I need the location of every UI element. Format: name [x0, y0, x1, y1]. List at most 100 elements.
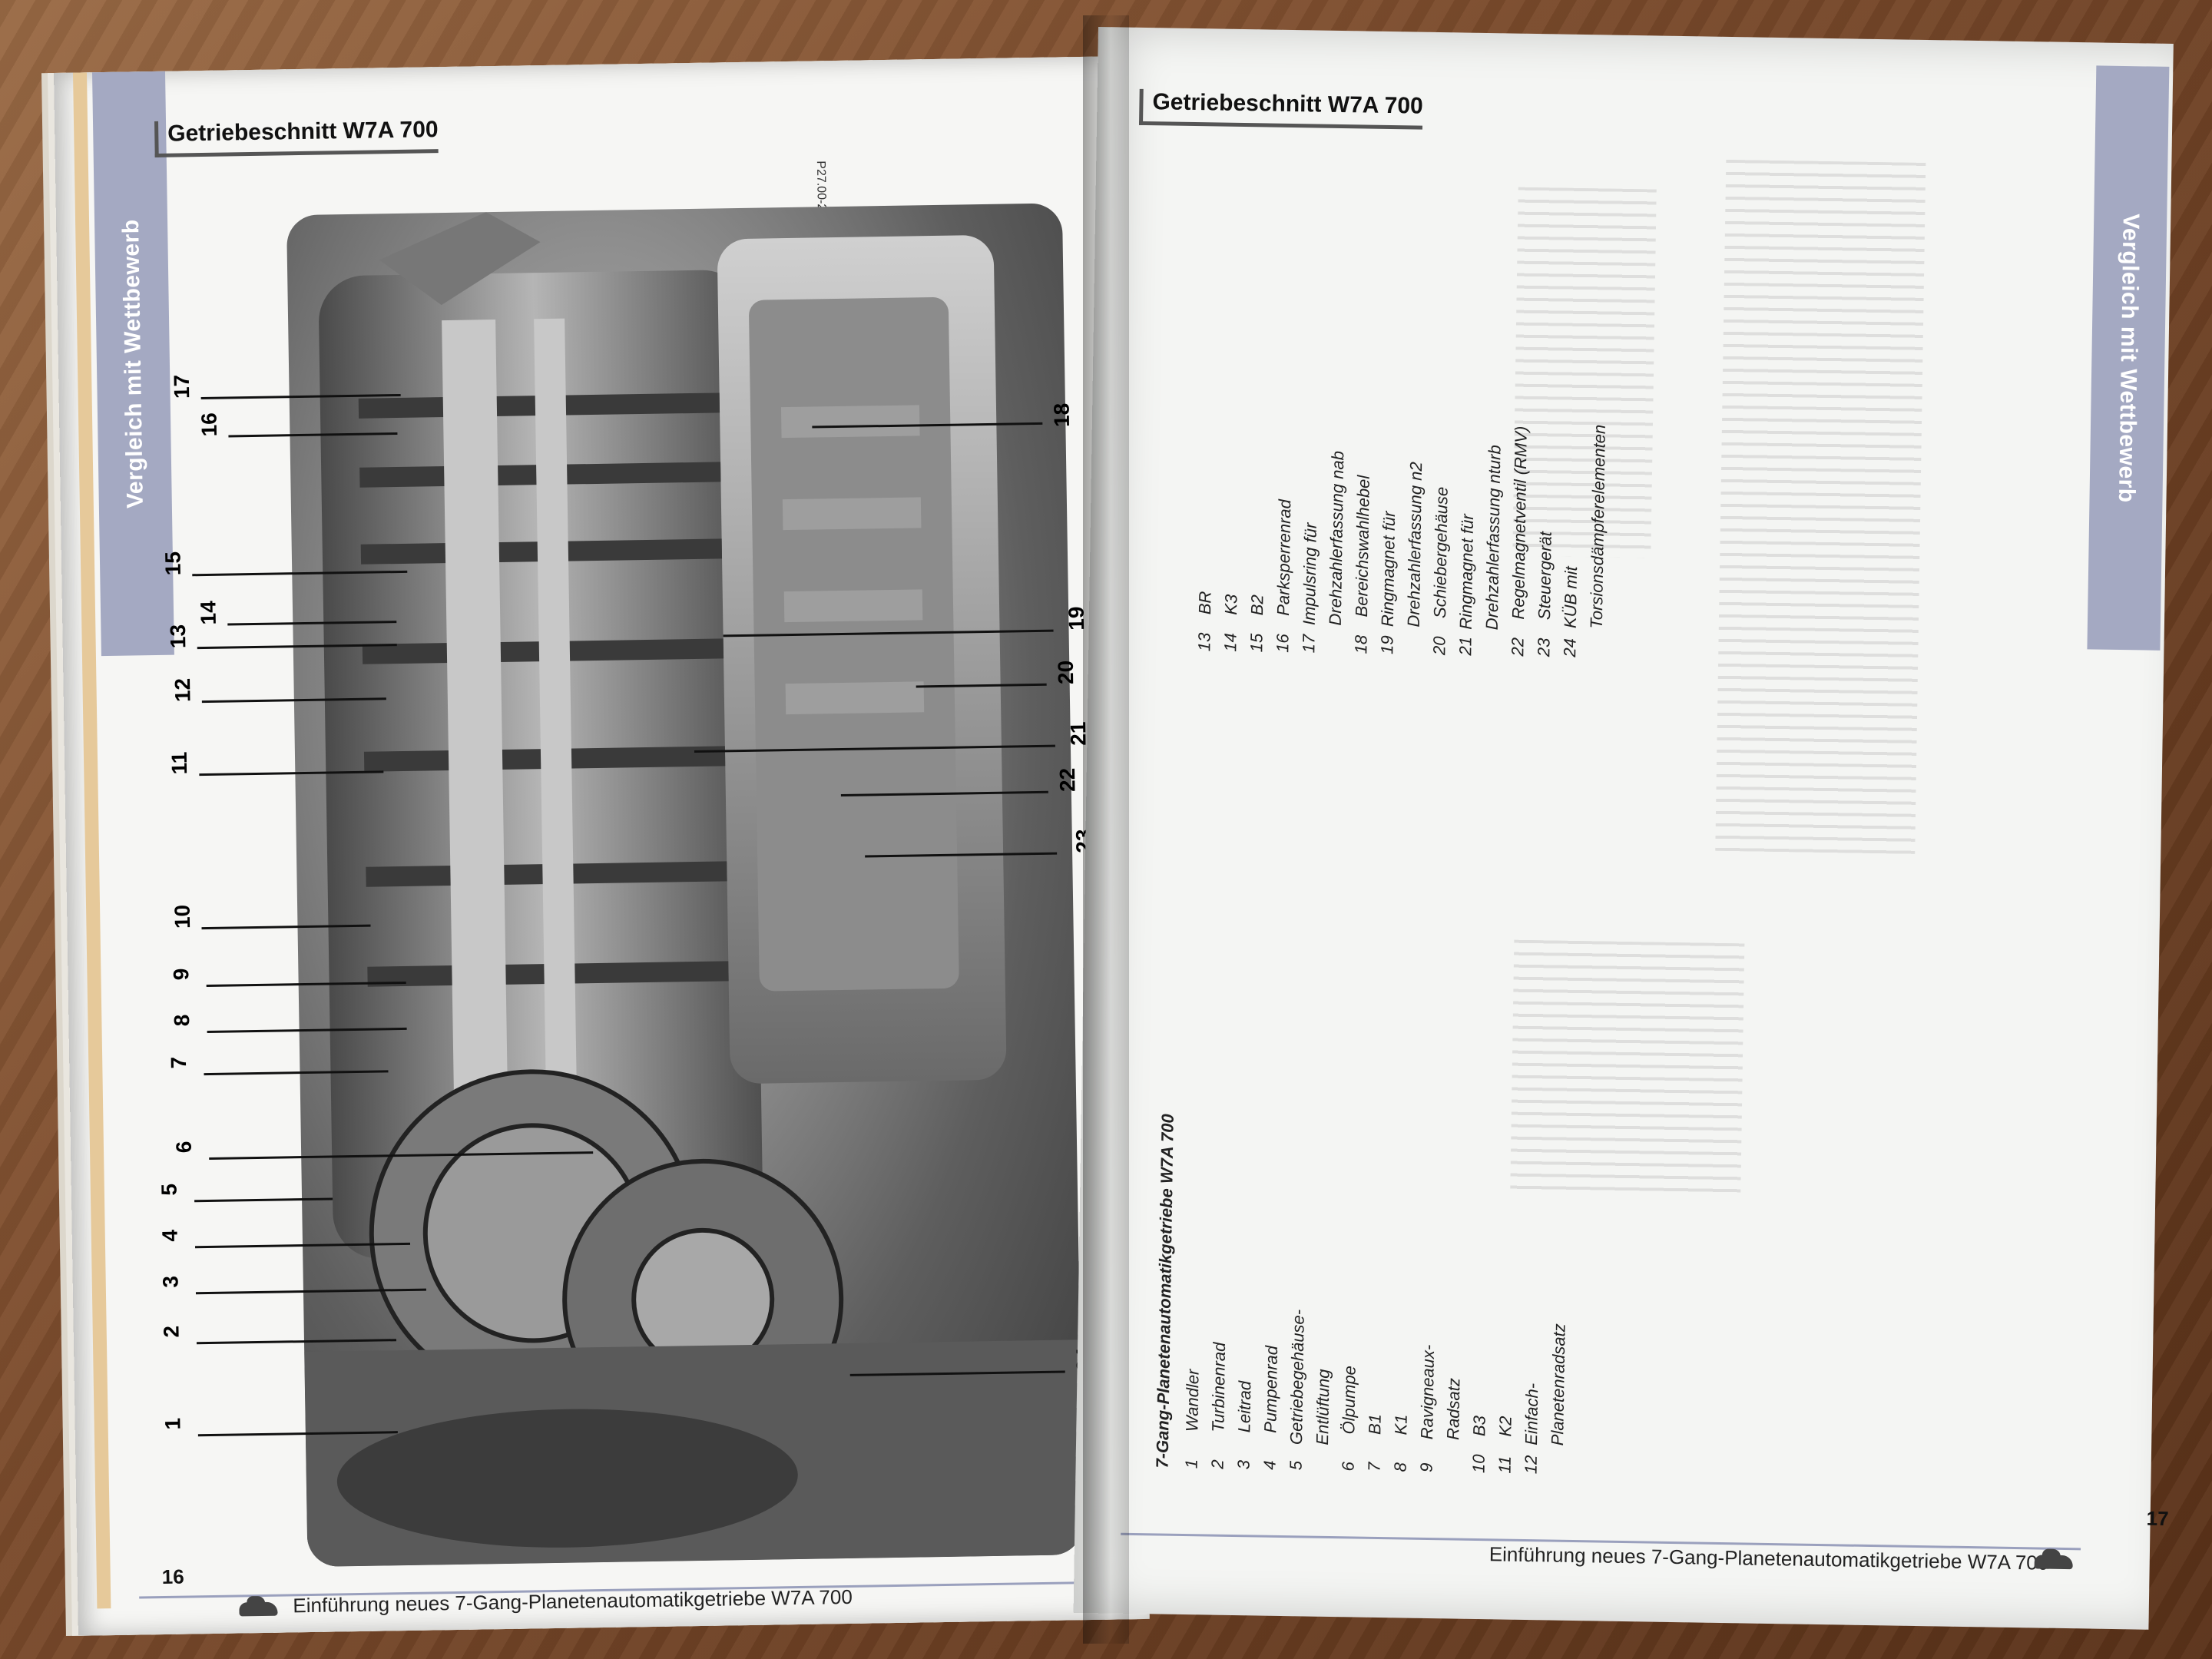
legend-row-label: B2	[1247, 594, 1267, 616]
legend-row-label: Einfach-Planetenradsatz	[1522, 1323, 1569, 1446]
legend-row-number: 19	[1377, 635, 1397, 655]
legend-column-1: 1 Wandler 2 Turbinenrad 3 Leitrad 4 Pumpenra…	[1179, 1296, 1599, 1475]
legend-row: 16 Parksperrenrad	[1270, 412, 1300, 653]
legend-row: 8 K1	[1387, 1300, 1416, 1472]
legend-row: 7 B1	[1362, 1300, 1391, 1472]
legend-row: 22 Regelmagnetventil (RMV)	[1505, 416, 1535, 657]
legend-row-number: 3	[1233, 1459, 1253, 1470]
callout-22: 22	[1055, 767, 1080, 793]
legend-row-number: 5	[1286, 1460, 1306, 1471]
legend-row: 3 Leitrad	[1231, 1297, 1260, 1470]
legend-row-label: Getriebegehäuse-Entlüftung	[1286, 1309, 1333, 1445]
callout-3: 3	[158, 1275, 183, 1288]
legend-row-label: Bereichswahlhebel	[1351, 475, 1373, 618]
callout-5: 5	[157, 1183, 181, 1196]
legend-row-label: Regelmagnetventil (RMV)	[1508, 426, 1531, 620]
legend-row-number: 16	[1273, 634, 1293, 653]
legend-row: 24 KÜB mit Torsionsdämpferelementen	[1557, 416, 1613, 658]
section-tab-label: Vergleich mit Wettbewerb	[118, 218, 148, 508]
legend-row-label: Ringmagnet für Drehzahlerfassung nturb	[1455, 445, 1505, 631]
legend-row-label: Schiebergehäuse	[1429, 486, 1452, 619]
legend-row-number: 12	[1521, 1455, 1541, 1475]
callout-9: 9	[169, 968, 194, 981]
callout-14: 14	[196, 601, 220, 625]
right-page: Getriebeschnitt W7A 700 Vergleich mit We…	[1073, 27, 2174, 1630]
callout-4: 4	[157, 1229, 182, 1242]
car-icon	[239, 1601, 278, 1617]
legend-row-number: 7	[1364, 1462, 1384, 1472]
legend-row-number: 23	[1534, 637, 1554, 657]
callout-12: 12	[170, 677, 195, 703]
legend-row: 6 Ölpumpe	[1336, 1299, 1365, 1472]
legend-row: 10 B3	[1465, 1301, 1495, 1474]
callout-17: 17	[169, 374, 194, 399]
callout-18: 18	[1049, 402, 1074, 428]
legend-row-number: 4	[1260, 1460, 1280, 1470]
show-through-text	[1715, 159, 1926, 854]
callout-8: 8	[170, 1014, 194, 1027]
legend-row-label: Ölpumpe	[1339, 1365, 1359, 1435]
callout-6: 6	[171, 1141, 196, 1154]
legend-row-label: Ringmagnet für Drehzahlerfassung n2	[1377, 462, 1426, 628]
legend-row-number: 1	[1181, 1459, 1201, 1469]
legend-row: 13 BR	[1191, 410, 1221, 651]
footer-text-left: Einführung neues 7-Gang-Planetenautomati…	[293, 1584, 853, 1618]
legend-row: 23 Steuergerät	[1531, 416, 1561, 657]
legend-row-number: 2	[1207, 1459, 1227, 1469]
legend-row: 11 K2	[1492, 1301, 1521, 1474]
page-title-right: Getriebeschnitt W7A 700	[1138, 88, 1424, 130]
legend-row-number: 20	[1429, 636, 1449, 656]
legend-row-label: Steuergerät	[1534, 531, 1555, 621]
transmission-cutaway-figure	[286, 203, 1084, 1568]
legend-row-label: K1	[1391, 1414, 1411, 1435]
callout-13: 13	[165, 624, 190, 649]
legend-row-label: K2	[1495, 1416, 1515, 1437]
legend-row-number: 11	[1495, 1455, 1515, 1474]
legend-row-label: Turbinenrad	[1208, 1342, 1230, 1432]
legend-row: 20 Schiebergehäuse	[1426, 414, 1456, 656]
legend-row: 4 Pumpenrad	[1257, 1297, 1286, 1470]
legend-row: 5 Getriebegehäuse-Entlüftung	[1283, 1298, 1339, 1471]
legend-row: 2 Turbinenrad	[1205, 1296, 1234, 1469]
parts-legend: 7-Gang-Planetenautomatikgetriebe W7A 700…	[1153, 425, 1611, 1475]
page-number-left: 16	[161, 1565, 184, 1589]
legend-row: 12 Einfach-Planetenradsatz	[1518, 1302, 1573, 1475]
cutaway-illustration	[304, 212, 1084, 1568]
legend-row-label: Parksperrenrad	[1273, 498, 1295, 616]
legend-row-label: Leitrad	[1234, 1380, 1255, 1433]
legend-row-number: 13	[1194, 632, 1214, 652]
callout-10: 10	[170, 904, 195, 929]
legend-row-number: 24	[1560, 637, 1580, 657]
section-tab-right: Vergleich mit Wettbewerb	[2087, 65, 2170, 651]
legend-row-number: 6	[1338, 1461, 1358, 1472]
car-icon	[2034, 1555, 2073, 1570]
legend-row-label: BR	[1195, 591, 1215, 615]
legend-row: 14 K3	[1217, 411, 1247, 652]
legend-row-label: B1	[1365, 1413, 1385, 1435]
callout-11: 11	[167, 751, 192, 775]
legend-row-number: 8	[1390, 1462, 1410, 1472]
legend-row-number: 14	[1220, 632, 1240, 652]
legend-row-label: K3	[1220, 594, 1241, 615]
section-tab-label: Vergleich mit Wettbewerb	[2113, 213, 2144, 503]
book-gutter	[1083, 15, 1129, 1644]
legend-row-number: 9	[1416, 1462, 1436, 1473]
left-page: Vergleich mit Wettbewerb Getriebeschnitt…	[54, 56, 1150, 1636]
legend-row-number: 22	[1508, 637, 1528, 657]
legend-row-label: Pumpenrad	[1260, 1345, 1282, 1433]
legend-row: 1 Wandler	[1179, 1296, 1208, 1469]
legend-row-number: 21	[1455, 636, 1475, 656]
legend-row: 19 Ringmagnet für Drehzahlerfassung n2	[1374, 413, 1430, 655]
legend-row-label: B3	[1469, 1415, 1489, 1437]
legend-row-label: Wandler	[1182, 1369, 1203, 1432]
legend-row-number: 10	[1469, 1454, 1488, 1474]
legend-row-label: KÜB mit Torsionsdämpferelementen	[1560, 424, 1609, 629]
callout-20: 20	[1053, 660, 1078, 685]
legend-row-label: Impulsring für Drehzahlerfassung nab	[1299, 450, 1348, 626]
page-title-left: Getriebeschnitt W7A 700	[154, 117, 439, 157]
